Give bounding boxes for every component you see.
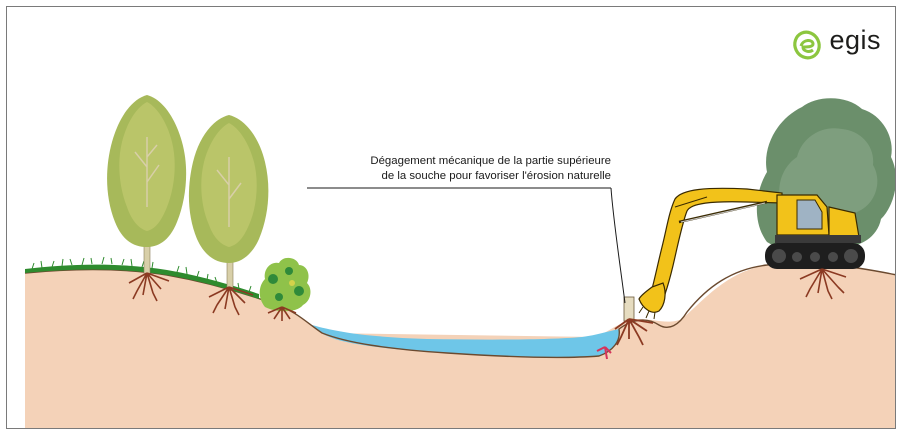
annotation-label: Dégagement mécanique de la partie supéri… [275,154,611,184]
annotation-line-2: de la souche pour favoriser l'érosion na… [275,169,611,184]
logo-text: egis [829,25,881,56]
diagram-frame: egis Dégagement mécanique de la partie s… [6,6,896,429]
annotation-leader [307,188,625,303]
poplar-tree-2 [189,115,268,289]
egis-e-leaf-icon [791,28,824,62]
poplar-tree-1 [107,95,186,275]
riverbank-scene [7,7,896,429]
egis-logo: egis [829,25,881,56]
bush [260,258,311,311]
annotation-line-1: Dégagement mécanique de la partie supéri… [275,154,611,169]
